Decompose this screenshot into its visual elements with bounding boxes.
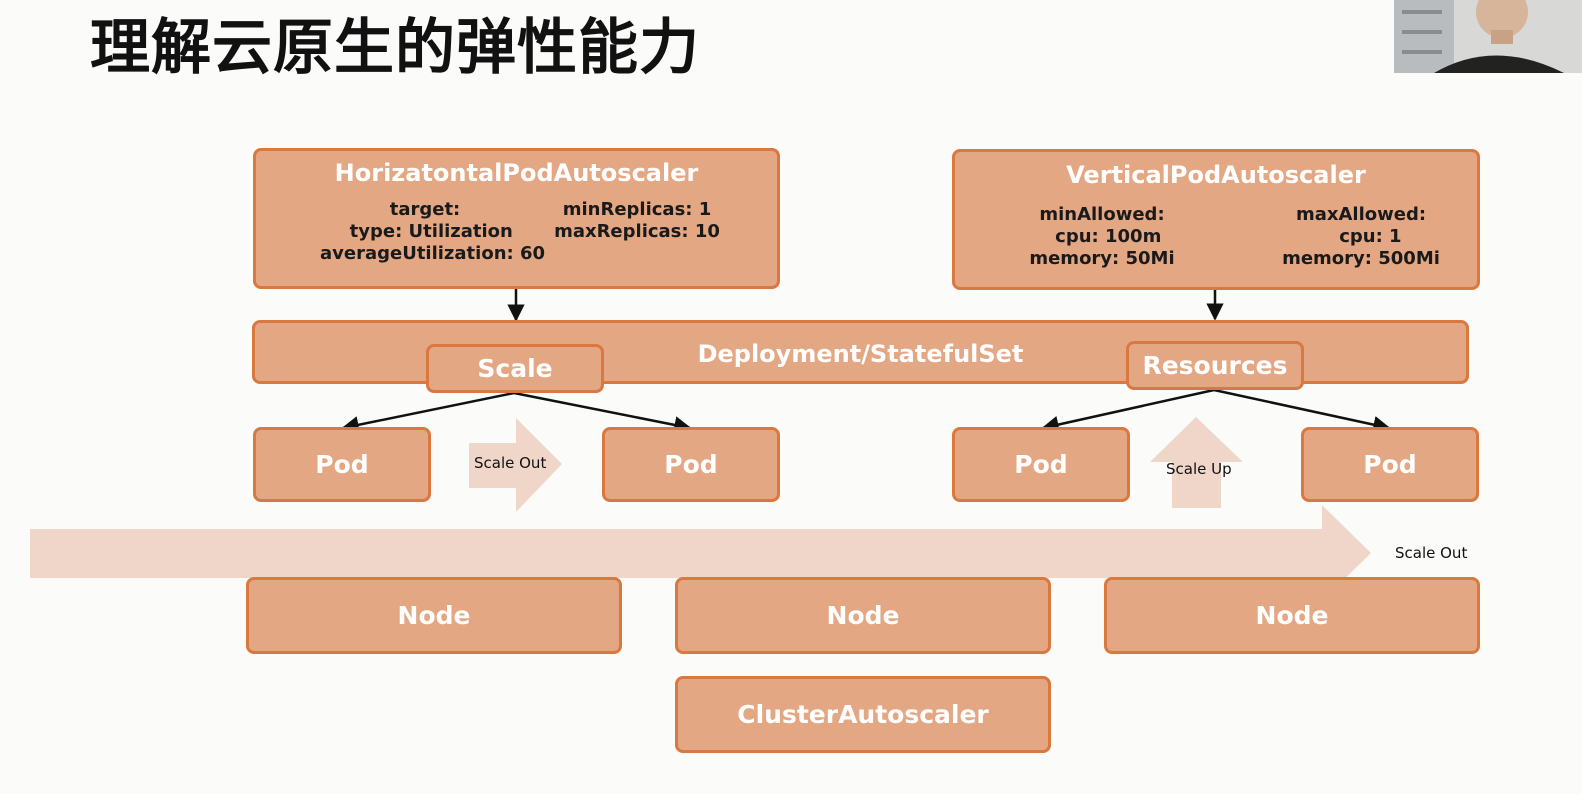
node-label: Node (1255, 601, 1329, 630)
hpa-replicas-config: minReplicas: 1 maxReplicas: 10 (554, 199, 720, 242)
pod-box: Pod (253, 427, 431, 502)
scale-out-big-label: Scale Out (1395, 544, 1468, 562)
scale-up-label: Scale Up (1166, 460, 1232, 478)
hpa-box: HorizatontalPodAutoscaler (253, 148, 780, 289)
vpa-max-config: maxAllowed: cpu: 1 memory: 500Mi (1282, 204, 1440, 269)
vpa-box: VerticalPodAutoscaler (952, 149, 1480, 290)
scale-out-small-arrow (469, 418, 562, 512)
deployment-label: Deployment/StatefulSet (697, 340, 1024, 368)
vpa-title: VerticalPodAutoscaler (1066, 161, 1366, 189)
node-label: Node (397, 601, 471, 630)
node-box: Node (246, 577, 622, 654)
cluster-autoscaler-label: ClusterAutoscaler (737, 700, 989, 729)
node-box: Node (1104, 577, 1480, 654)
pod-box: Pod (952, 427, 1130, 502)
node-box: Node (675, 577, 1051, 654)
pod-box: Pod (1301, 427, 1479, 502)
scale-label: Scale (477, 354, 553, 383)
hpa-title: HorizatontalPodAutoscaler (334, 159, 699, 187)
scale-out-small-label: Scale Out (474, 454, 547, 472)
vpa-min-config: minAllowed: cpu: 100m memory: 50Mi (1029, 204, 1175, 269)
scale-box: Scale (426, 344, 604, 393)
presenter-webcam (1394, 0, 1582, 73)
pod-label: Pod (664, 450, 718, 479)
page-title: 理解云原生的弹性能力 (90, 13, 700, 83)
hpa-target-config: target: type: Utilization averageUtiliza… (320, 199, 545, 264)
resources-label: Resources (1142, 351, 1288, 380)
cluster-autoscaler-box: ClusterAutoscaler (675, 676, 1051, 753)
scale-up-arrow (1150, 417, 1243, 508)
pod-label: Pod (315, 450, 369, 479)
node-label: Node (826, 601, 900, 630)
pod-label: Pod (1363, 450, 1417, 479)
pod-box: Pod (602, 427, 780, 502)
pod-label: Pod (1014, 450, 1068, 479)
resources-box: Resources (1126, 341, 1304, 390)
